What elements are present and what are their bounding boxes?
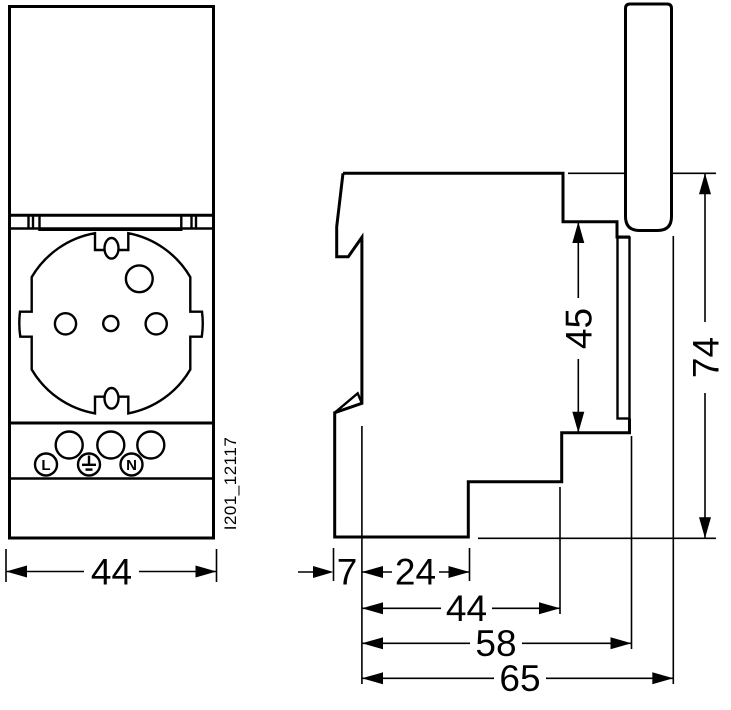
side-profile-left <box>333 173 631 539</box>
front-width-dimension: 44 <box>5 549 218 593</box>
line-terminal-letter: L <box>41 457 50 474</box>
front-top-band <box>27 215 198 231</box>
dim-65-label: 65 <box>499 658 540 699</box>
socket-pin-hole-left <box>53 311 78 336</box>
earth-clip-bottom <box>103 386 120 410</box>
earth-clip-top <box>103 236 120 260</box>
side-view: 45 74 7 24 <box>298 2 727 699</box>
dim-74-label: 74 <box>686 337 727 378</box>
dim-45: 45 <box>559 221 600 433</box>
dim-44-side-label: 44 <box>446 588 487 629</box>
dim-7: 7 <box>298 552 357 593</box>
front-view: L N I201_12117 44 <box>5 5 240 593</box>
terminal-area: L N <box>33 430 166 477</box>
part-code-label: I201_12117 <box>221 437 240 531</box>
socket-hole-large <box>124 264 154 294</box>
dim-74: 74 <box>478 173 727 540</box>
dim-45-label: 45 <box>559 308 600 349</box>
dim-7-label: 7 <box>337 552 358 593</box>
socket-hole-center <box>102 314 120 333</box>
terminal-hole-1 <box>54 430 84 460</box>
front-width-dim-label: 44 <box>91 552 132 593</box>
dim-58-label: 58 <box>475 623 516 664</box>
dim-24-label: 24 <box>395 552 436 593</box>
schuko-socket-front <box>18 231 204 415</box>
socket-pin-hole-right <box>144 311 168 336</box>
dim-58: 58 <box>361 623 632 664</box>
neutral-terminal-letter: N <box>126 457 137 474</box>
rear-panel <box>616 236 631 420</box>
terminal-hole-3 <box>136 430 166 460</box>
terminal-label-neutral: N <box>119 452 144 477</box>
dim-24: 24 <box>361 552 470 593</box>
earth-symbol-icon <box>76 452 102 477</box>
dim-44-side: 44 <box>361 588 560 629</box>
terminal-hole-2 <box>96 430 126 460</box>
side-profile-top <box>343 171 630 239</box>
dim-65: 65 <box>361 658 674 699</box>
cover-flap <box>624 2 673 232</box>
din-clip-spike <box>333 391 364 414</box>
terminal-label-line: L <box>33 452 59 477</box>
front-body-outline <box>8 5 215 540</box>
